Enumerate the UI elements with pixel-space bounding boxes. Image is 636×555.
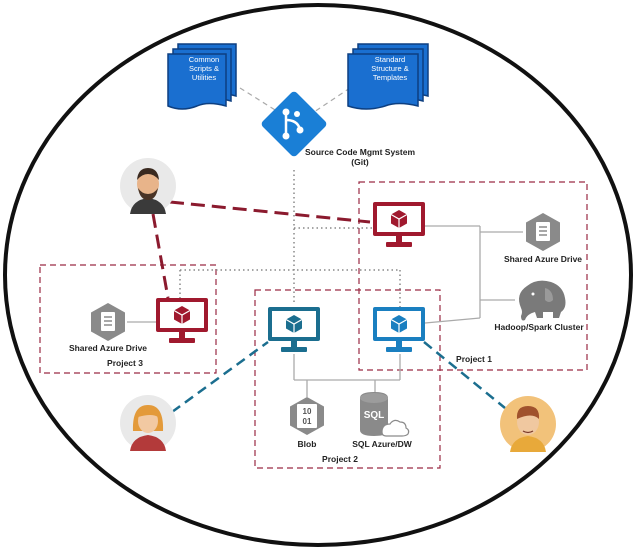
document-stack-icon: Common Scripts & Utilities bbox=[167, 43, 237, 110]
project1-cluster-label: Hadoop/Spark Cluster bbox=[494, 322, 584, 332]
blob-icon: 10 01 bbox=[290, 397, 324, 435]
project2-label: Project 2 bbox=[322, 454, 358, 464]
avatar-icon bbox=[120, 395, 176, 451]
outer-ellipse-frame bbox=[3, 3, 633, 547]
project1-label: Project 1 bbox=[456, 354, 492, 364]
standard-doc-line2: Structure & bbox=[371, 64, 409, 73]
standard-doc-line3: Templates bbox=[373, 73, 407, 82]
common-doc-line2: Scripts & bbox=[189, 64, 219, 73]
project3-label: Project 3 bbox=[107, 358, 143, 368]
git-label-line1: Source Code Mgmt System bbox=[305, 147, 415, 157]
blob-label: Blob bbox=[298, 439, 317, 449]
project1-box bbox=[358, 181, 588, 371]
document-stack-icon: Standard Structure & Templates bbox=[347, 43, 429, 110]
project1-storage-label: Shared Azure Drive bbox=[504, 254, 582, 264]
common-doc-line3: Utilities bbox=[192, 73, 216, 82]
sql-icon-text: SQL bbox=[364, 410, 385, 421]
project3-storage-label: Shared Azure Drive bbox=[69, 343, 147, 353]
maroon-user-links bbox=[151, 200, 371, 299]
project2-box bbox=[254, 289, 441, 469]
avatar-icon bbox=[120, 158, 176, 214]
project3-box bbox=[39, 264, 217, 374]
avatar-icon bbox=[500, 396, 556, 452]
blob-icon-line2: 01 bbox=[303, 417, 312, 426]
solid-connections bbox=[127, 225, 523, 397]
elephant-icon bbox=[519, 280, 566, 321]
common-doc-line1: Common bbox=[189, 55, 219, 64]
blob-icon-line1: 10 bbox=[303, 407, 312, 416]
blue-user-links bbox=[171, 340, 506, 414]
standard-doc-line1: Standard bbox=[375, 55, 405, 64]
git-label-line2: (Git) bbox=[351, 157, 369, 167]
git-icon bbox=[261, 91, 327, 157]
sql-label: SQL Azure/DW bbox=[352, 439, 412, 449]
git-distribution-lines bbox=[179, 170, 401, 307]
sql-database-icon: SQL bbox=[360, 392, 410, 437]
